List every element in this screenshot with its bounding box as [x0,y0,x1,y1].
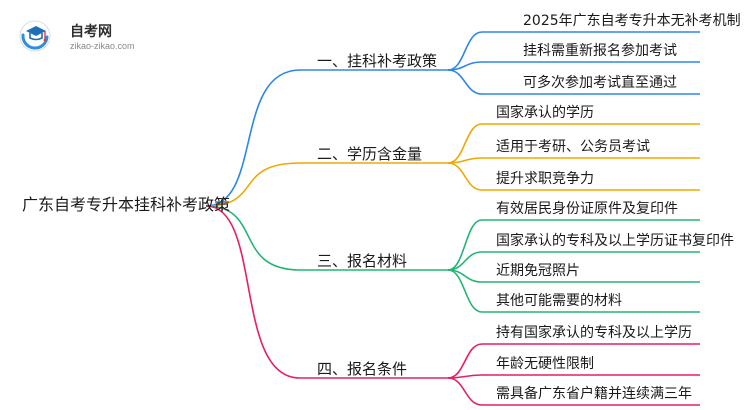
branch-to-leaf-connector [447,377,483,406]
root-to-branch-connector [205,162,301,207]
root-to-branch-connector [205,69,301,207]
logo-name: 自考网 [70,24,112,40]
branch-to-leaf-connector [447,123,483,164]
graduation-cap-logo-icon [19,20,51,52]
branch-to-leaf-connector [447,219,483,271]
leaf-node: 国家承认的专科及以上学历证书复印件 [496,233,734,249]
leaf-node: 年龄无硬性限制 [496,356,594,372]
root-node: 广东自考专升本挂科补考政策 [22,195,231,214]
branch-to-leaf-connector [447,343,483,379]
branch-to-leaf-connector [447,31,483,71]
leaf-node: 持有国家承认的专科及以上学历 [496,325,692,341]
branch-to-leaf-connector [447,269,483,313]
leaf-node: 近期免冠照片 [496,263,580,279]
leaf-node: 有效居民身份证原件及复印件 [496,201,678,217]
leaf-node: 提升求职竞争力 [496,171,594,187]
branch-node: 二、学历含金量 [317,145,423,163]
branch-to-leaf-connector [447,69,483,95]
branch-node: 三、报名材料 [317,252,408,270]
root-to-branch-connector [205,205,301,379]
leaf-node: 国家承认的学历 [496,105,594,121]
logo-domain: zikao-zikao.com [70,41,135,51]
branch-to-leaf-connector [447,162,483,191]
leaf-node: 适用于考研、公务员考试 [496,139,650,155]
root-to-branch-connector [205,205,301,271]
branch-node: 四、报名条件 [317,360,408,378]
branch-node: 一、挂科补考政策 [317,52,438,70]
leaf-node: 需具备广东省户籍并连续满三年 [496,386,692,402]
leaf-node: 可多次参加考试直至通过 [523,75,677,91]
leaf-node: 2025年广东自考专升本无补考机制 [523,13,741,29]
site-logo: 自考网 zikao-zikao.com [18,17,178,57]
leaf-node: 挂科需重新报名参加考试 [523,43,677,59]
leaf-node: 其他可能需要的材料 [496,293,622,309]
